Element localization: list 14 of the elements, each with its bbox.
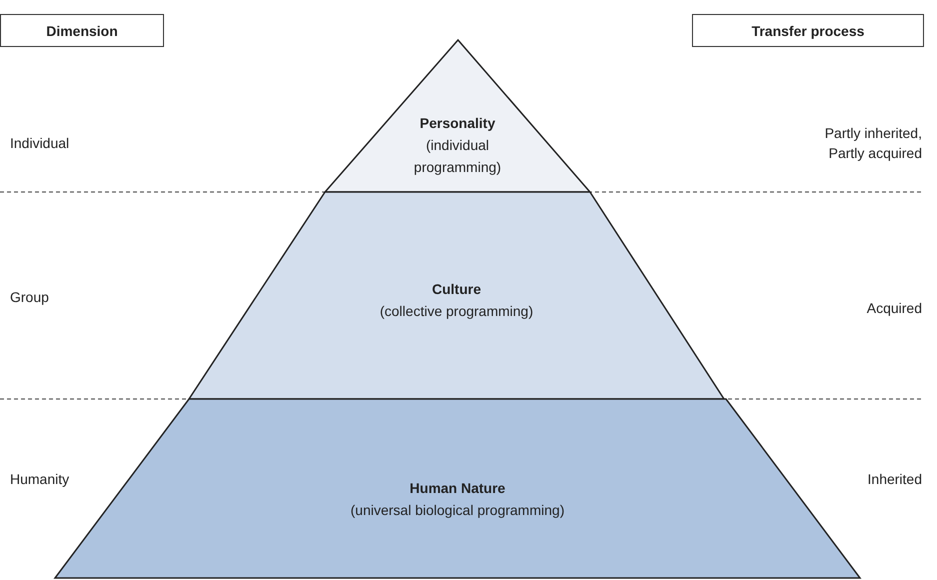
tier-title: Personality — [418, 114, 496, 133]
tier-description: (collective programming) — [378, 302, 534, 321]
dimension-label: Group — [10, 288, 49, 307]
tier-title: Human Nature — [408, 479, 506, 498]
tier-description: (individual programming) — [412, 136, 502, 177]
column-header: Dimension — [0, 14, 164, 47]
dimension-label: Individual — [10, 134, 70, 153]
transfer-label: Inherited — [868, 470, 922, 489]
column-header: Transfer process — [692, 14, 924, 47]
tier-title: Culture — [431, 280, 482, 299]
dimension-label: Humanity — [10, 470, 70, 489]
transfer-label: Partly inherited, Partly acquired — [824, 124, 922, 163]
tier-description: (universal biological programming) — [350, 501, 566, 520]
transfer-label: Acquired — [866, 299, 922, 318]
